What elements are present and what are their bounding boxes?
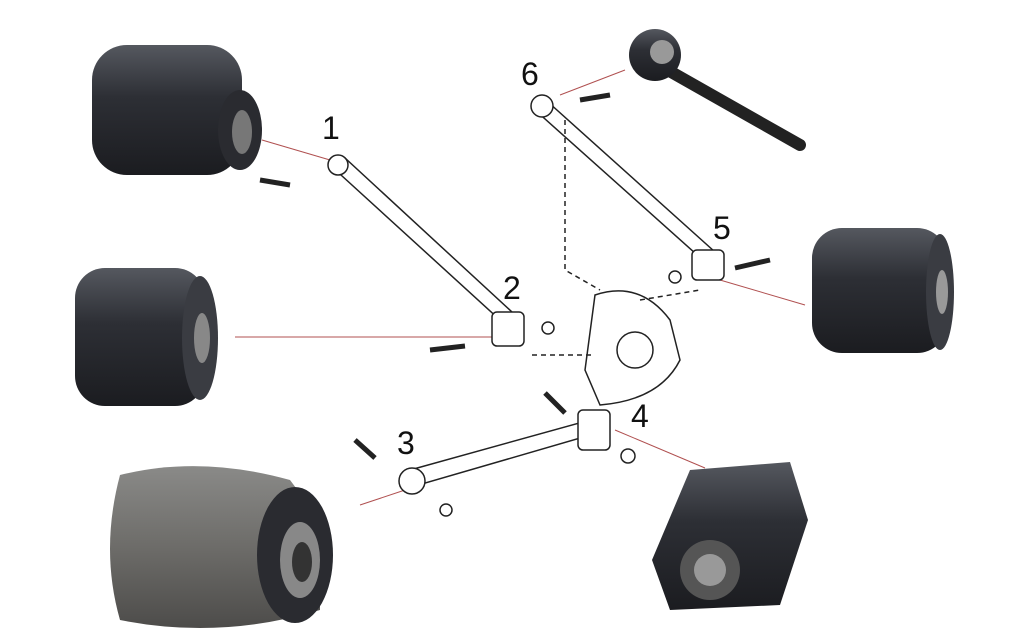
suspension-line-drawing — [259, 92, 771, 517]
callout-2: 2 — [503, 270, 521, 306]
callout-4: 4 — [631, 398, 649, 434]
toe-link-image — [629, 29, 806, 151]
bushing-image-4 — [652, 462, 808, 610]
callout-5: 5 — [713, 210, 731, 246]
callout-3: 3 — [397, 425, 415, 461]
bushing-image-2 — [75, 268, 218, 406]
callout-1: 1 — [322, 110, 340, 146]
bushing-image-1 — [92, 45, 262, 175]
leader-lines — [235, 69, 806, 506]
callout-6: 6 — [521, 56, 539, 92]
bushing-image-5 — [812, 228, 954, 353]
bushing-image-3 — [110, 466, 333, 628]
